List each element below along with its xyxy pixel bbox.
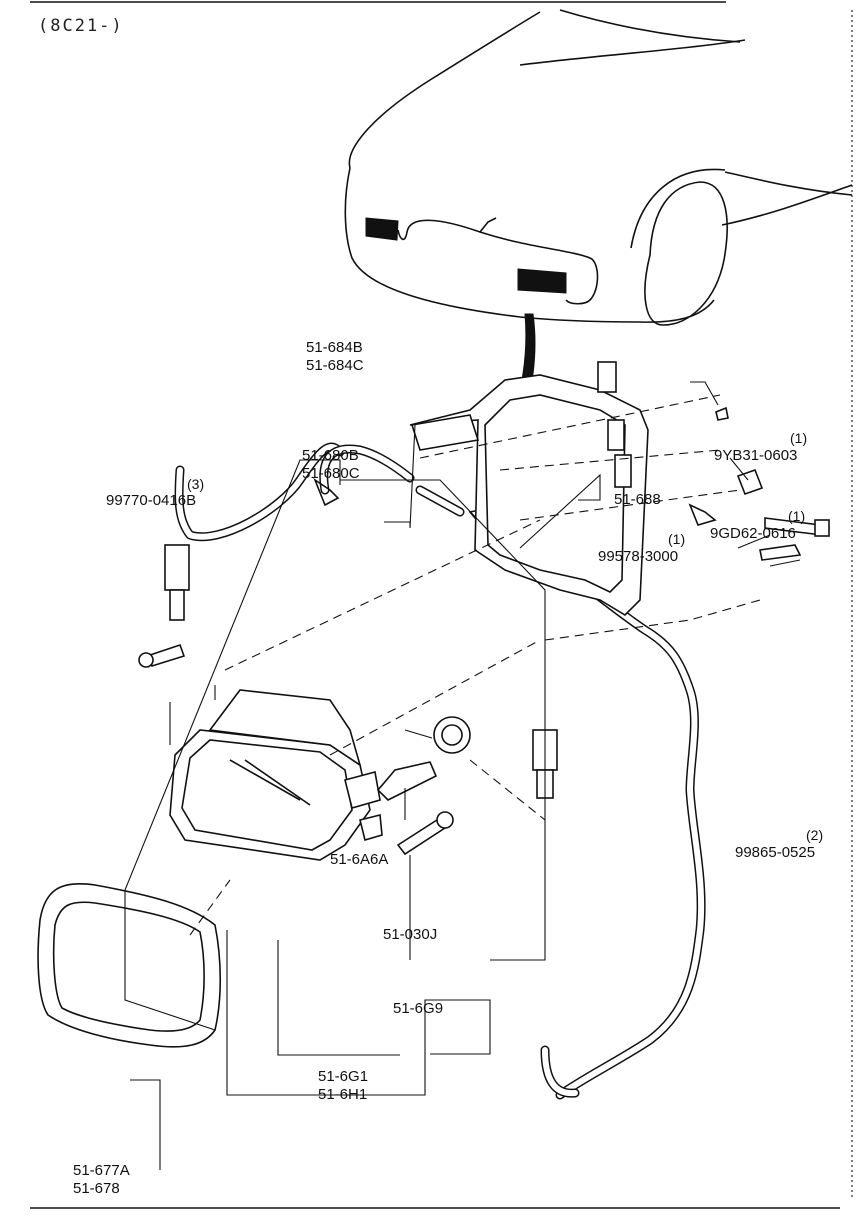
wire-clip-left: [313, 477, 340, 507]
label-lens-a: 51-6G1: [318, 1068, 369, 1085]
qty-clip: (1): [668, 531, 686, 547]
qty-screw: (3): [187, 476, 205, 492]
leader-lines: [124, 381, 801, 1170]
wire-clip-right: [688, 503, 717, 526]
qty-nut: (1): [790, 430, 808, 446]
label-screw: 99770-0416B: [106, 492, 197, 509]
car-body: [344, 9, 853, 443]
label-nut: 9YB31-0603: [714, 447, 798, 464]
qty-bolt: (1): [788, 508, 806, 524]
label-bracket-a: 51-684B: [306, 339, 363, 356]
lamp-bezel: [37, 883, 222, 1048]
label-bolt: 9GD62-0616: [710, 525, 796, 542]
connector-left-tail: [169, 589, 185, 621]
lamp-bracket: [409, 361, 649, 617]
clip-part: [715, 406, 729, 421]
fog-lamp: [169, 689, 383, 861]
label-socket: 51-6A6A: [330, 851, 389, 868]
label-bezel-a: 51-677A: [73, 1162, 130, 1179]
diagram-code: (8C21-): [38, 16, 124, 36]
label-lamp-b: 51-680C: [302, 465, 360, 482]
label-tapscrew: 99865-0525: [735, 844, 816, 861]
label-clip: 99578-3000: [598, 548, 679, 565]
bulb-parts: [376, 716, 471, 856]
label-harness: 51-688: [614, 491, 661, 508]
alignment-lines: [189, 394, 761, 936]
label-bulb: 51-030J: [383, 926, 438, 943]
fasteners: [138, 406, 830, 668]
connector-left: [164, 544, 190, 591]
label-adjuster: 51-6G9: [393, 1000, 444, 1017]
bulb-part: [376, 761, 438, 801]
label-bezel-b: 51-678: [73, 1180, 120, 1197]
label-lens-b: 51-6H1: [318, 1086, 368, 1103]
tapscrew-part: [759, 544, 802, 561]
nut-part: [736, 468, 764, 496]
label-lamp-a: 51-680B: [302, 447, 359, 464]
screw-part: [149, 643, 186, 668]
qty-tapscrew: (2): [806, 827, 824, 843]
label-bracket-b: 51-684C: [306, 357, 364, 374]
